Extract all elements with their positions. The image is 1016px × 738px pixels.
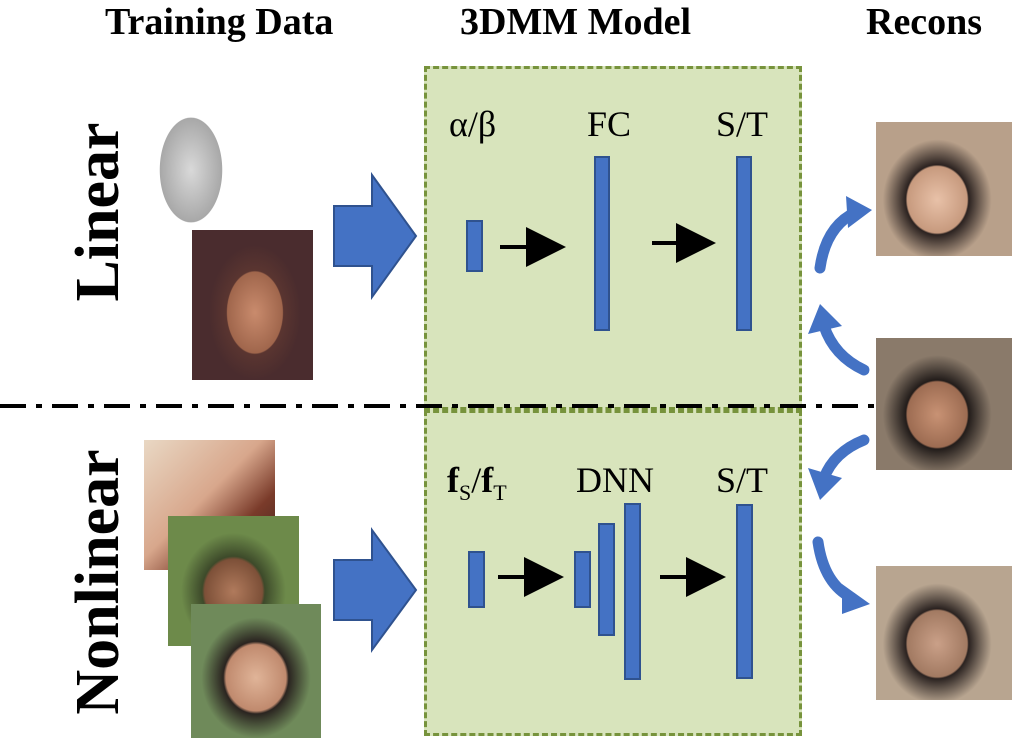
header-3dmm-model: 3DMM Model bbox=[460, 1, 692, 43]
dnn-bar-2 bbox=[598, 523, 615, 636]
header-training-data: Training Data bbox=[105, 1, 334, 43]
nonlinear-dnn-label: DNN bbox=[576, 460, 654, 500]
nonlinear-input-f: f bbox=[447, 460, 459, 500]
nonlinear-input-sub-s: S bbox=[459, 480, 472, 506]
curved-arrow-up-2 bbox=[818, 320, 870, 376]
nonlinear-input-bar bbox=[468, 551, 485, 608]
curved-arrow-down-1-head bbox=[808, 468, 842, 500]
linear-output-label: S/T bbox=[716, 104, 769, 144]
linear-fc-label: FC bbox=[587, 104, 632, 144]
nonlinear-input-f2: f bbox=[481, 460, 494, 500]
nonlinear-input-label: fS/fT bbox=[447, 460, 507, 513]
face-photo-linear bbox=[192, 230, 313, 380]
linear-input-block-arrow bbox=[333, 171, 418, 301]
nonlinear-input-sub-t: T bbox=[493, 480, 507, 506]
linear-output-bar bbox=[736, 156, 752, 331]
dnn-bar-1 bbox=[574, 551, 591, 608]
linear-input-bar bbox=[466, 220, 483, 272]
reconstruction-photo-3 bbox=[876, 566, 1012, 700]
dnn-bar-3 bbox=[624, 503, 641, 680]
nonlinear-output-label: S/T bbox=[716, 460, 769, 500]
nonlinear-input-block-arrow bbox=[333, 526, 418, 654]
curved-arrow-up-1-head bbox=[846, 196, 872, 228]
reconstruction-photo-1 bbox=[876, 122, 1012, 256]
face-photo-nonlinear-3 bbox=[191, 604, 321, 738]
linear-input-label: α/β bbox=[449, 104, 497, 144]
curved-arrow-down-2-head bbox=[842, 584, 870, 614]
curved-arrow-up-2-head bbox=[808, 304, 842, 334]
nonlinear-input-sep: / bbox=[471, 460, 482, 500]
reconstruction-photo-2 bbox=[876, 338, 1012, 470]
linear-fc-bar bbox=[594, 156, 610, 331]
header-reconstruction: Recons bbox=[866, 1, 983, 43]
curved-arrow-down-1 bbox=[818, 434, 870, 484]
nonlinear-output-bar bbox=[736, 504, 753, 679]
face-scan-3d-image bbox=[138, 82, 244, 242]
